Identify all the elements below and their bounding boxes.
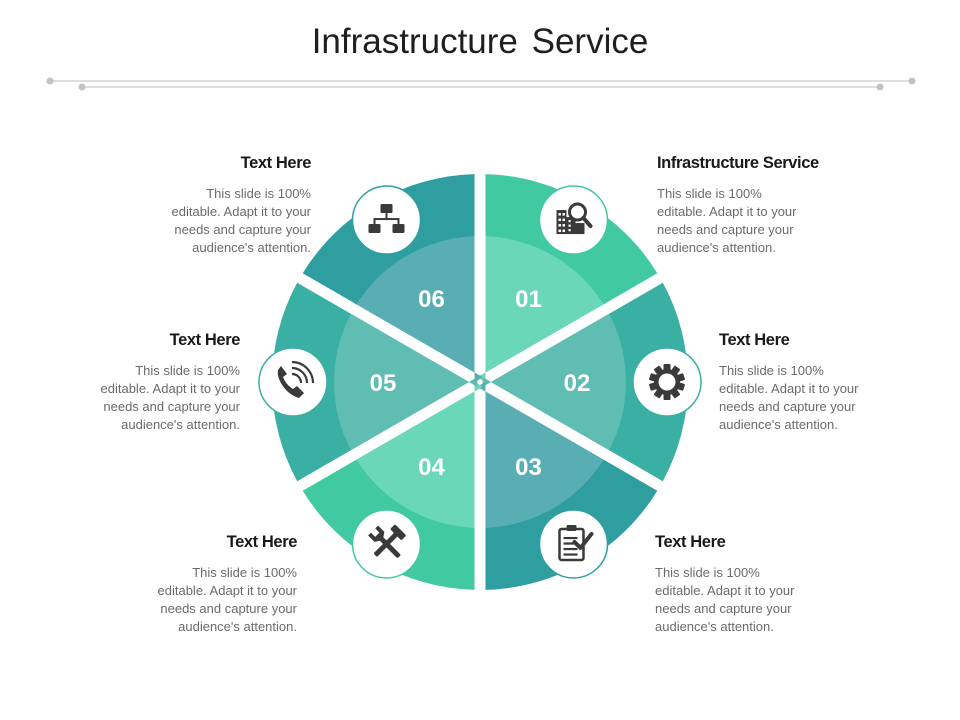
segment-description: This slide is 100%editable. Adapt it to … [655, 565, 795, 634]
segment-label-03: Text Here This slide is 100%editable. Ad… [655, 533, 895, 636]
segment-heading: Text Here [240, 154, 312, 172]
segment-heading: Infrastructure Service [657, 154, 819, 172]
page-title: Infrastructure Service [311, 22, 649, 61]
segment-description: This slide is 100%editable. Adapt it to … [157, 565, 297, 634]
segment-number: 01 [515, 286, 542, 313]
segment-label-01: Infrastructure Service This slide is 100… [657, 154, 897, 257]
segment-01-inner [477, 236, 604, 382]
building-search-icon [556, 202, 593, 235]
segment-heading: Text Here [169, 331, 241, 349]
segment-description: This slide is 100%editable. Adapt it to … [100, 363, 240, 432]
segment-description: This slide is 100%editable. Adapt it to … [171, 186, 311, 255]
segment-number: 04 [418, 454, 445, 481]
hierarchy-icon [368, 204, 405, 234]
segment-icon-badge [258, 347, 328, 417]
segment-label-02: Text Here This slide is 100%editable. Ad… [719, 331, 959, 434]
segment-06-inner [356, 236, 483, 382]
divider-dot [46, 77, 54, 85]
gear-icon [649, 364, 685, 400]
segment-icon-badge [538, 185, 609, 255]
divider-dot [78, 83, 86, 91]
segment-label-05: Text Here This slide is 100%editable. Ad… [0, 331, 241, 434]
segment-label-06: Text Here This slide is 100%editable. Ad… [71, 154, 312, 257]
phone-icon [277, 360, 315, 398]
segment-05-inner [333, 313, 478, 451]
segment-number: 05 [370, 370, 397, 397]
segment-icon-badge [351, 509, 422, 579]
segment-number: 02 [564, 370, 591, 397]
segment-icon-badge [351, 185, 422, 255]
segment-description: This slide is 100%editable. Adapt it to … [657, 186, 797, 255]
clipboard-check-icon [558, 524, 594, 562]
segment-heading: Text Here [226, 533, 298, 551]
tools-icon [368, 524, 406, 558]
segment-03-inner [477, 382, 604, 528]
divider-dot [876, 83, 884, 91]
segment-number: 03 [515, 454, 542, 481]
segment-heading: Text Here [719, 331, 790, 349]
segment-04-inner [356, 382, 483, 528]
divider-dot [908, 77, 916, 85]
segment-icon-badge [632, 347, 702, 417]
segment-description: This slide is 100%editable. Adapt it to … [719, 363, 859, 432]
segment-heading: Text Here [655, 533, 726, 551]
segment-number: 06 [418, 286, 445, 313]
segment-02-inner [482, 313, 626, 451]
segment-label-04: Text Here This slide is 100%editable. Ad… [57, 533, 298, 636]
segment-icon-badge [538, 509, 609, 579]
